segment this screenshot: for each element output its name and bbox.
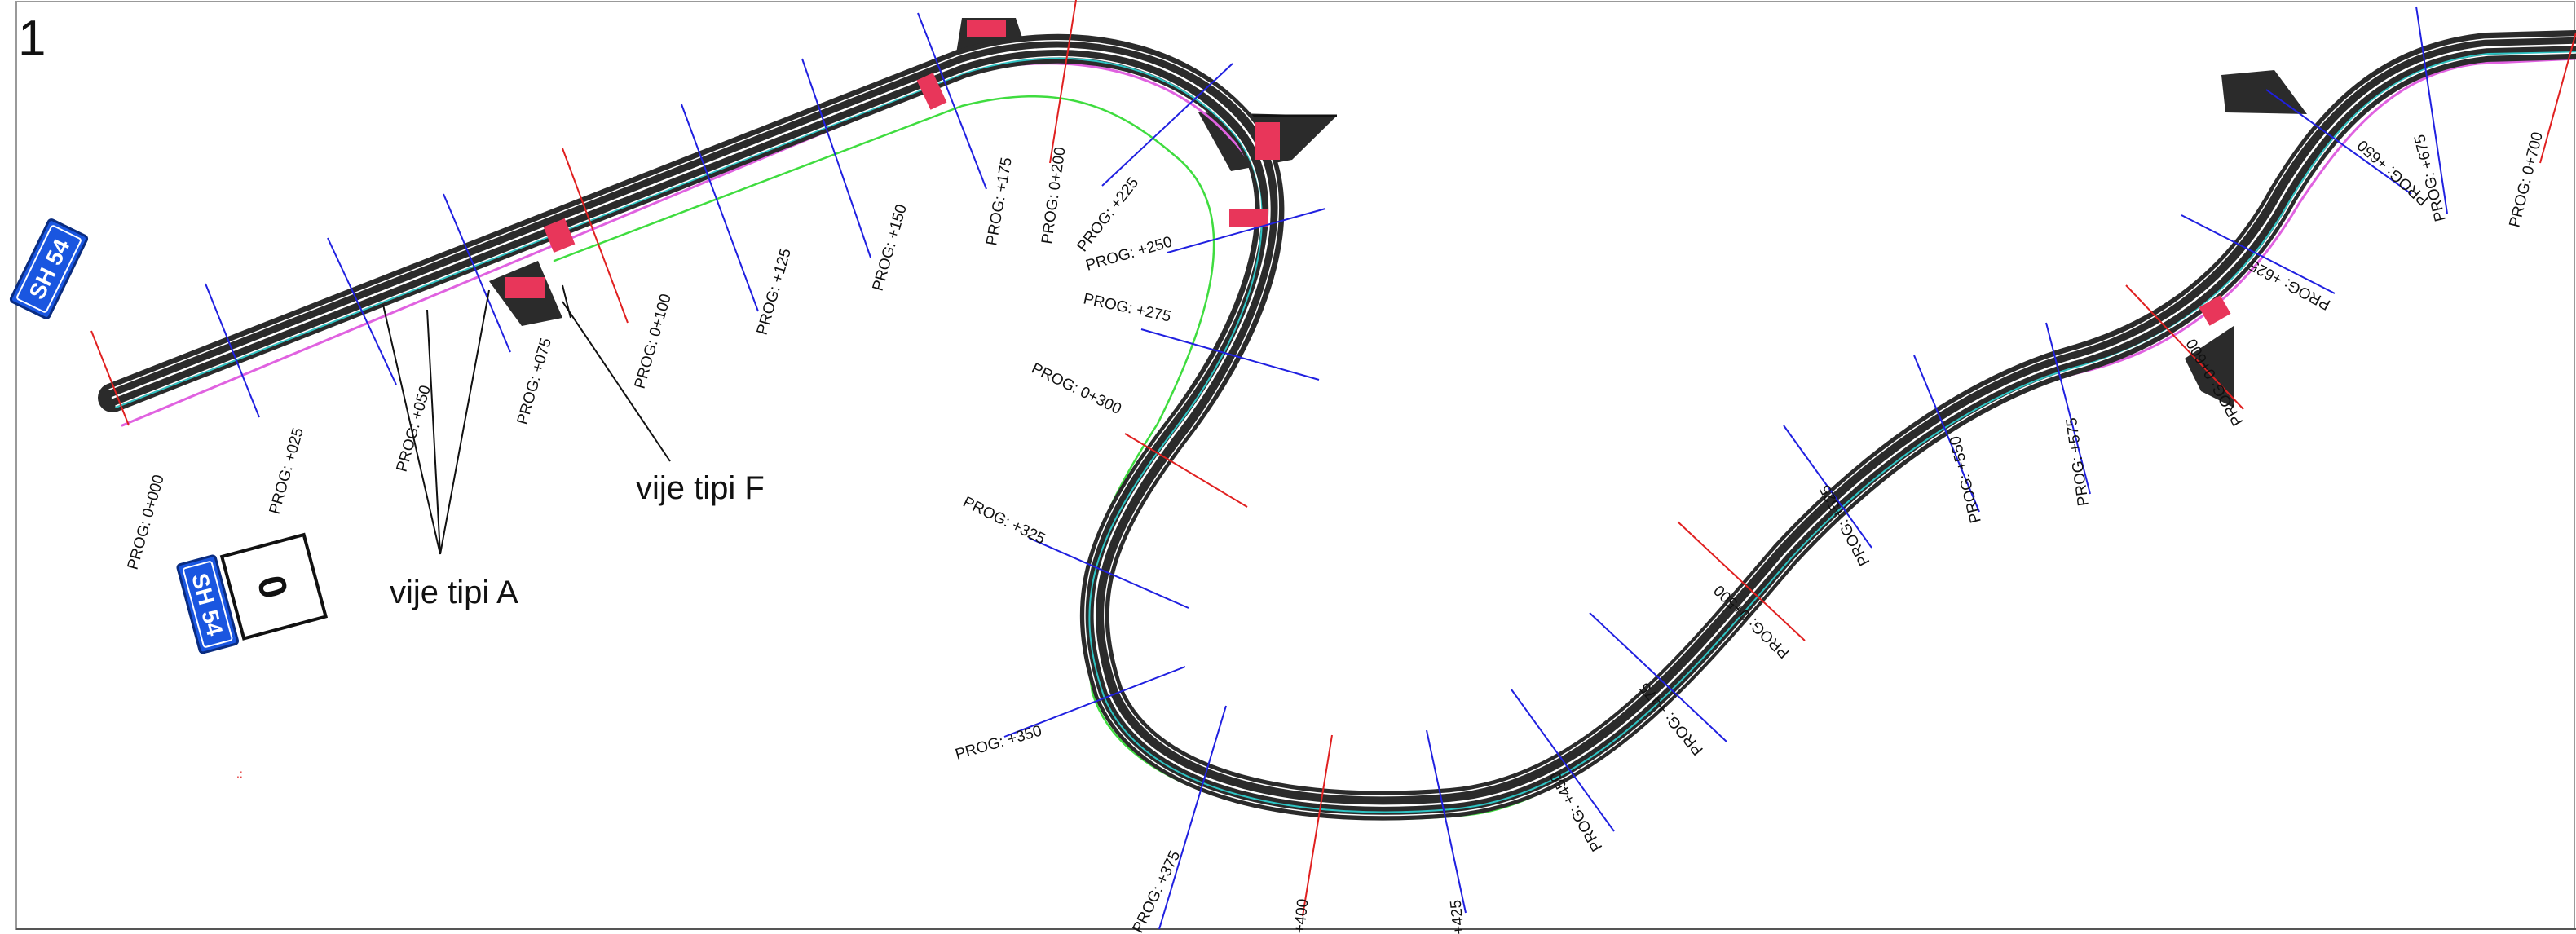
pedestrian-crossing <box>916 73 947 110</box>
road-alignment <box>98 30 2576 821</box>
lane-marking-centre <box>111 43 2576 807</box>
leader-line <box>562 284 571 319</box>
chainage-line <box>2539 32 2576 164</box>
pedestrian-crossing <box>505 277 545 298</box>
chainage-line <box>2181 214 2336 294</box>
chainage-label: +400 <box>1291 898 1312 934</box>
chainage-label: PROG: 0+700 <box>2506 130 2546 229</box>
chainage-label: PROG: +450 <box>1546 769 1606 854</box>
annotation-leaders <box>382 284 671 555</box>
pedestrian-crossing <box>543 218 576 253</box>
chainage-line <box>1302 734 1333 917</box>
pedestrian-crossings <box>505 20 2231 326</box>
chainage-line <box>1101 63 1233 187</box>
chainage-line <box>90 330 130 426</box>
chainage-line <box>1028 537 1189 609</box>
road-code-sign-plate <box>176 554 240 654</box>
junction-arms <box>489 18 2307 408</box>
chainage-label: PROG: +075 <box>514 337 555 427</box>
leader-line <box>562 301 671 462</box>
pedestrian-crossing <box>967 20 1006 37</box>
chainage-label: +425 <box>1448 899 1468 934</box>
chainage-label: PROG: +150 <box>870 203 911 293</box>
chainage-label: PROG: +025 <box>267 426 307 517</box>
chainage-label: PROG: +625 <box>2247 256 2333 313</box>
chainage-line <box>1167 208 1326 253</box>
chainage-label: PROG: +375 <box>1130 848 1184 934</box>
pedestrian-crossing <box>1255 122 1280 160</box>
chainage-line <box>681 104 759 312</box>
chainage-line <box>2125 284 2244 410</box>
chainage-label: PROG: +175 <box>983 156 1016 247</box>
lane-marking-left <box>108 36 2576 797</box>
annotation-type-f: vije tipi F <box>636 470 765 506</box>
chainage-line <box>1140 328 1320 381</box>
chainage-line <box>1003 666 1186 738</box>
carriageway-asphalt <box>98 30 2576 821</box>
chainage-label: PROG: +225 <box>1074 174 1142 255</box>
chainage-line <box>1124 433 1248 508</box>
chainage-label: PROG: 0+300 <box>1029 360 1124 418</box>
chainage-label: PROG: +125 <box>754 247 795 337</box>
road-code-sign-plate <box>9 218 89 319</box>
chainage-line <box>2415 6 2448 214</box>
chainage-label: PROG: +550 <box>1947 434 1985 525</box>
chainage-line <box>1049 0 1077 164</box>
chainage-label: PROG: 0+100 <box>632 292 675 390</box>
road-code-sign-bottom: SH 54 <box>176 554 240 654</box>
lane-marking-right <box>115 52 2576 817</box>
road-code-sign-border <box>16 225 82 313</box>
chainage-label: PROG: +350 <box>954 722 1044 763</box>
offset-green <box>553 95 1722 821</box>
red-mark: .: <box>236 767 243 780</box>
chainage-line <box>1511 689 1615 832</box>
chainage-line <box>1158 705 1227 930</box>
chainage-label: PROG: 0+000 <box>125 473 168 571</box>
chainage-line <box>562 148 629 324</box>
road-code-sign-top: SH 54 <box>9 218 89 319</box>
edge-cyan <box>115 51 2576 813</box>
chainage-label: PROG: 0+200 <box>1039 146 1069 245</box>
chainage-line <box>1783 425 1872 549</box>
chainage-line <box>1677 521 1806 641</box>
chainage-label: PROG: +275 <box>1082 290 1172 325</box>
chainage-line <box>917 12 987 190</box>
leader-line <box>382 304 441 555</box>
km-marker-assembly: 0 SH 54 <box>176 532 329 654</box>
chainage-line <box>443 193 511 353</box>
annotation-type-a: vije tipi A <box>390 575 518 610</box>
sheet-number: 1 <box>18 11 46 67</box>
chainage-line <box>205 283 260 418</box>
chainage-label: PROG: +325 <box>960 494 1048 549</box>
chainage-line <box>327 237 397 385</box>
chainage-line <box>2265 89 2412 195</box>
chainage-line <box>801 58 871 258</box>
km-marker-box <box>219 532 329 641</box>
chainage-line <box>1589 612 1727 742</box>
chainage-line <box>1913 355 1980 513</box>
leader-line <box>426 309 441 555</box>
chainage-line <box>2045 322 2091 495</box>
chainage-label: PROG: +050 <box>394 384 434 474</box>
pedestrian-crossing <box>2199 295 2231 326</box>
chainage-label: PROG: +675 <box>2411 133 2450 223</box>
junction-arm-far-top <box>2221 70 2307 114</box>
pedestrian-crossing <box>1229 209 1268 227</box>
chainage-label: PROG: +575 <box>2063 416 2093 507</box>
leader-line <box>439 289 490 555</box>
junction-arm-far-bottom <box>2185 326 2234 408</box>
edge-magenta <box>121 57 2576 816</box>
road-code-sign-border <box>183 561 233 648</box>
chainage-line <box>1426 729 1467 914</box>
